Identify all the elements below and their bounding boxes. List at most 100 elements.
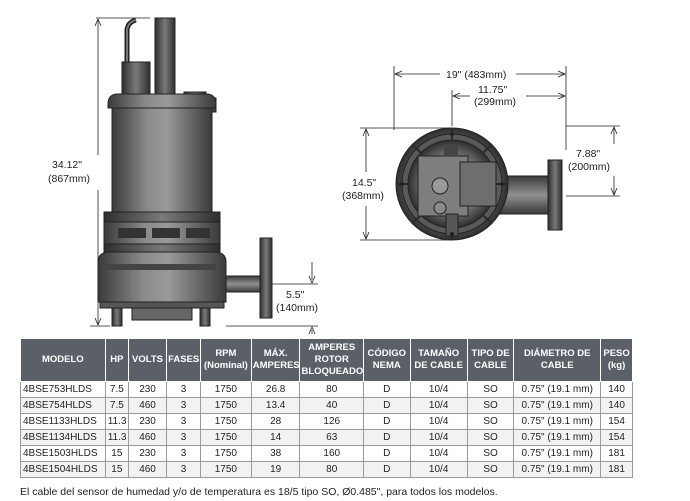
- table-cell: SO: [466, 461, 515, 478]
- header-diametro-cable: DIÁMETRO DE CABLE: [513, 338, 602, 382]
- table-cell: 10/4: [409, 461, 468, 478]
- table-cell: D: [363, 381, 411, 398]
- table-cell: 3: [166, 461, 201, 478]
- pump-top-view: [395, 127, 563, 241]
- table-cell: 3: [166, 429, 201, 446]
- table-cell: SO: [466, 381, 515, 398]
- table-cell: 4BSE1503HLDS: [20, 445, 106, 462]
- table-cell: 0.75" (19.1 mm): [513, 429, 602, 446]
- header-max-amperes: MÁX. AMPERES: [250, 338, 301, 382]
- table-cell: 80: [299, 381, 364, 398]
- header-fases: FASES: [166, 338, 201, 382]
- table-cell: 11.3: [104, 429, 129, 446]
- table-cell: 3: [166, 381, 201, 398]
- table-cell: SO: [466, 429, 515, 446]
- header-amperes-rotor: AMPERES ROTOR BLOQUEADO: [299, 338, 364, 382]
- table-cell: D: [363, 413, 411, 430]
- table-cell: 3: [166, 397, 201, 414]
- table-cell: 126: [299, 413, 364, 430]
- table-cell: 181: [600, 461, 633, 478]
- table-cell: 460: [127, 397, 168, 414]
- header-tamano-cable: TAMAÑO DE CABLE: [409, 338, 468, 382]
- table-cell: 460: [127, 461, 168, 478]
- height-in-label: 34.12": [52, 159, 82, 171]
- table-cell: SO: [466, 445, 515, 462]
- table-cell: 181: [600, 445, 633, 462]
- center-mm-label: (299mm): [474, 96, 516, 108]
- table-cell: SO: [466, 397, 515, 414]
- header-codigo-nema: CÓDIGO NEMA: [363, 338, 411, 382]
- table-cell: 1750: [199, 413, 252, 430]
- table-header-row: MODELO HP VOLTS FASES RPM (Nominal) MÁX.…: [20, 338, 633, 382]
- table-cell: 80: [299, 461, 364, 478]
- table-cell: 10/4: [409, 413, 468, 430]
- table-cell: 10/4: [409, 445, 468, 462]
- table-cell: 1750: [199, 397, 252, 414]
- table-cell: 28: [250, 413, 301, 430]
- table-cell: 38: [250, 445, 301, 462]
- offset-dimension: [566, 125, 620, 197]
- width-dimension: [393, 66, 567, 150]
- table-cell: 4BSE753HLDS: [20, 381, 106, 398]
- width-label: 19" (483mm): [446, 69, 506, 81]
- table-cell: D: [363, 461, 411, 478]
- table-cell: D: [363, 445, 411, 462]
- offset-mm-label: (200mm): [568, 161, 610, 173]
- header-hp: HP: [104, 338, 129, 382]
- table-cell: 160: [299, 445, 364, 462]
- depth-in-label: 14.5": [352, 177, 376, 189]
- header-volts: VOLTS: [127, 338, 168, 382]
- pump-drawings: 34.12" (867mm) 5.5" (140mm): [48, 17, 620, 335]
- table-cell: 15: [104, 461, 129, 478]
- table-cell: 460: [127, 429, 168, 446]
- table-cell: 40: [299, 397, 364, 414]
- center-dimension: [451, 90, 567, 126]
- table-cell: 3: [166, 445, 201, 462]
- discharge-dimension: [226, 262, 318, 335]
- table-cell: 1750: [199, 429, 252, 446]
- table-cell: SO: [466, 413, 515, 430]
- table-cell: 230: [127, 445, 168, 462]
- table-cell: 4BSE1133HLDS: [20, 413, 106, 430]
- table-cell: 11.3: [104, 413, 129, 430]
- height-mm-label: (867mm): [48, 173, 90, 185]
- height-dimension: [90, 17, 150, 327]
- depth-mm-label: (368mm): [342, 190, 384, 202]
- table-cell: 140: [600, 397, 633, 414]
- table-cell: 1750: [199, 381, 252, 398]
- header-modelo: MODELO: [20, 338, 106, 382]
- table-cell: 0.75" (19.1 mm): [513, 413, 602, 430]
- table-cell: 1750: [199, 445, 252, 462]
- header-peso: PESO (kg): [600, 338, 633, 382]
- discharge-in-label: 5.5": [286, 289, 305, 301]
- footnote: El cable del sensor de humedad y/o de te…: [20, 486, 498, 498]
- table-cell: 4BSE754HLDS: [20, 397, 106, 414]
- depth-dimension: [360, 127, 450, 241]
- table-cell: 230: [127, 413, 168, 430]
- table-cell: 19: [250, 461, 301, 478]
- table-cell: 0.75" (19.1 mm): [513, 445, 602, 462]
- table-cell: 15: [104, 445, 129, 462]
- table-cell: 0.75" (19.1 mm): [513, 381, 602, 398]
- table-cell: 3: [166, 413, 201, 430]
- table-cell: 63: [299, 429, 364, 446]
- table-cell: 7.5: [104, 397, 129, 414]
- discharge-mm-label: (140mm): [276, 302, 318, 314]
- table-cell: 1750: [199, 461, 252, 478]
- table-cell: 10/4: [409, 429, 468, 446]
- table-cell: 7.5: [104, 381, 129, 398]
- pump-side-view: [97, 17, 273, 327]
- table-cell: 4BSE1134HLDS: [20, 429, 106, 446]
- header-rpm: RPM (Nominal): [199, 338, 252, 382]
- table-cell: 0.75" (19.1 mm): [513, 461, 602, 478]
- table-cell: 13.4: [250, 397, 301, 414]
- table-cell: 10/4: [409, 381, 468, 398]
- table-cell: 140: [600, 381, 633, 398]
- table-cell: D: [363, 429, 411, 446]
